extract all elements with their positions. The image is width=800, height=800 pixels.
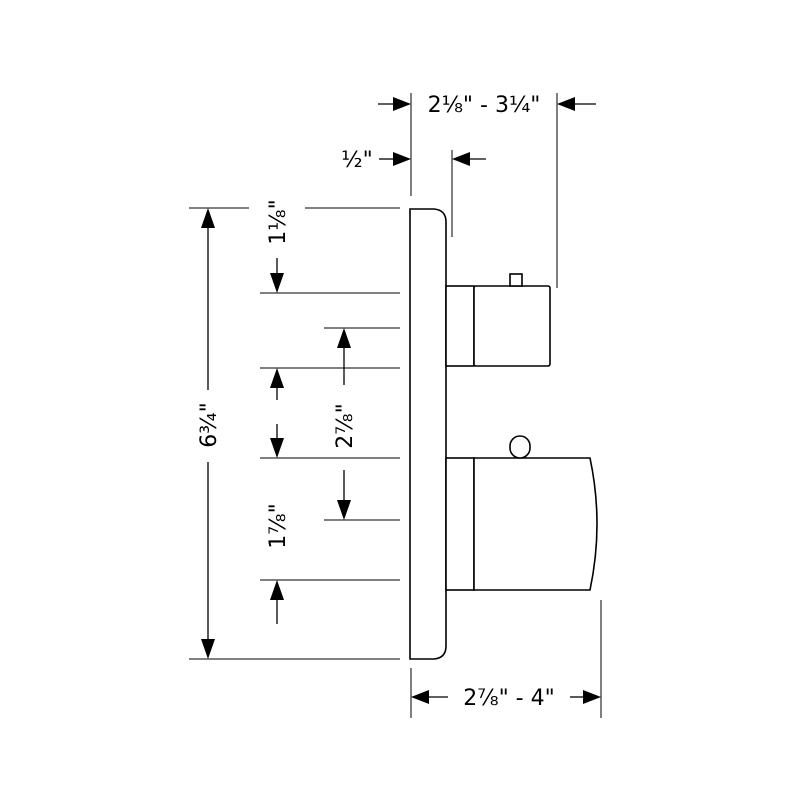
dim-bottom-depth: 2⅞" - 4"	[411, 686, 601, 711]
extension-lines	[189, 93, 602, 718]
dim-lower-offset-label: 1⅞"	[266, 503, 291, 548]
dim-top-depth-label: 2⅛" - 3¼"	[428, 93, 541, 118]
dim-upper-offset: 1⅛"	[266, 199, 291, 293]
dim-plate-depth: ½"	[341, 148, 486, 173]
dim-top-depth: 2⅛" - 3¼"	[378, 93, 596, 118]
diverter-handle	[445, 273, 551, 367]
dim-lower-offset: 1⅞"	[266, 503, 291, 624]
trim-plate	[409, 208, 447, 660]
dim-upper-offset-label: 1⅛"	[266, 199, 291, 244]
dim-center-spacing-label: 2⅞"	[333, 403, 358, 448]
dim-center-spacing: 2⅞"	[333, 328, 358, 520]
dim-total-height-label: 6¾"	[197, 402, 222, 447]
thermostat-handle	[445, 435, 598, 591]
dim-total-height: 6¾"	[197, 208, 222, 659]
dim-bottom-depth-label: 2⅞" - 4"	[463, 686, 554, 711]
dim-plate-depth-label: ½"	[341, 148, 372, 173]
dim-middle-arrows	[270, 368, 284, 458]
